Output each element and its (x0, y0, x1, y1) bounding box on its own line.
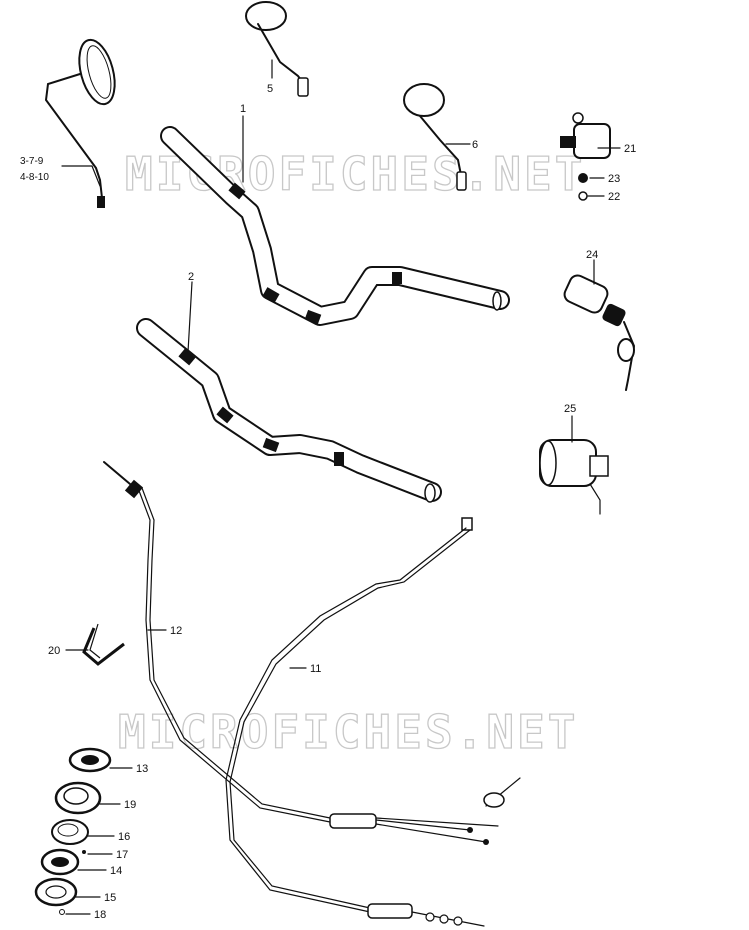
grommet-13 (68, 747, 112, 773)
label-part-23: 23 (608, 173, 620, 185)
label-part-17: 17 (116, 849, 128, 861)
mirror-5 (245, 1, 309, 97)
label-part-5: 5 (267, 83, 273, 95)
ring-15 (34, 877, 78, 907)
dot-17 (82, 850, 86, 854)
washer-16 (51, 819, 89, 845)
label-part-12: 12 (170, 625, 182, 637)
label-part-1: 1 (240, 103, 246, 115)
label-part-21: 21 (624, 143, 636, 155)
label-part-6: 6 (472, 139, 478, 151)
label-part-11: 11 (310, 663, 321, 675)
mirror-6 (403, 83, 467, 191)
label-part-14: 14 (110, 865, 122, 877)
handlebar-1 (160, 126, 510, 326)
label-part-18: 18 (94, 909, 106, 921)
ignition-25 (539, 439, 609, 515)
dot-18 (59, 909, 65, 915)
label-part-3-7-9: 3-7-9 (20, 156, 44, 167)
cable-11 (225, 517, 521, 927)
cable-12 (103, 461, 499, 845)
label-part-4-8-10: 4-8-10 (20, 172, 49, 183)
label-part-2: 2 (188, 271, 194, 283)
label-part-16: 16 (118, 831, 130, 843)
mirror-left (44, 38, 116, 208)
key-switch-24 (563, 274, 636, 391)
label-part-20: 20 (48, 645, 60, 657)
handlebar-2 (136, 318, 442, 503)
ring-14 (40, 848, 80, 876)
label-part-22: 22 (608, 191, 620, 203)
label-part-24: 24 (586, 249, 598, 261)
leader-lines (61, 59, 621, 915)
label-part-25: 25 (564, 403, 576, 415)
clamp-20 (82, 623, 125, 666)
label-part-13: 13 (136, 763, 148, 775)
label-part-15: 15 (104, 892, 116, 904)
label-part-19: 19 (124, 799, 136, 811)
switch-21 (560, 112, 611, 201)
ring-19 (54, 781, 102, 815)
watermark-bottom: MICROFICHES.NET (118, 705, 578, 759)
